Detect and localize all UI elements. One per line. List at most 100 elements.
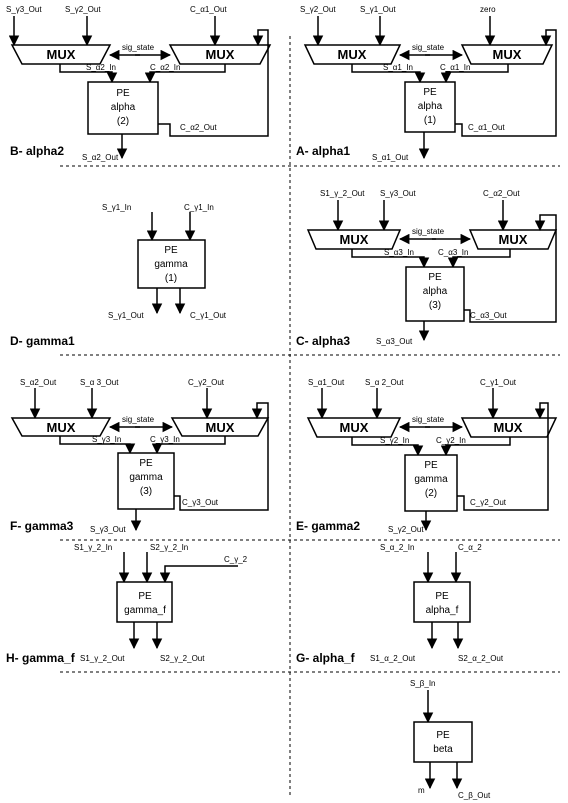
input-label-left-a: S_α1_Out bbox=[308, 378, 345, 387]
c-out-label: C_β_Out bbox=[458, 791, 491, 800]
panel-alpha1: S_γ2_Out S_γ1_Out zero MUX MUX sig_state… bbox=[296, 5, 557, 162]
sig-state-label: sig_state bbox=[412, 227, 445, 236]
mux-right bbox=[460, 417, 558, 438]
sig-state-label: sig_state bbox=[412, 415, 445, 424]
input-label-left-a: S_γ2_Out bbox=[300, 5, 336, 14]
input-label-right: C_γ2_Out bbox=[188, 378, 225, 387]
panel-gamma2: S_α1_Out S_α 2_Out C_γ1_Out MUX MUX sig_… bbox=[296, 378, 558, 534]
pe-line-1: PE bbox=[139, 458, 153, 469]
pe-line-3: (1) bbox=[424, 115, 436, 126]
mux-left bbox=[306, 229, 402, 250]
pe-line-1: PE bbox=[116, 88, 130, 99]
pe-line-2: gamma bbox=[154, 259, 188, 270]
panel-title: F- gamma3 bbox=[10, 519, 74, 533]
c-in-label: C_γ2_In bbox=[436, 436, 466, 445]
s-in-label: S_α1_In bbox=[383, 63, 413, 72]
pe-box bbox=[116, 581, 173, 623]
pe-line-3: (1) bbox=[165, 273, 177, 284]
mux-left-label: MUX bbox=[340, 420, 369, 435]
input-label-left-b: S_α 2_Out bbox=[365, 378, 404, 387]
mux-right bbox=[170, 417, 270, 437]
s-out-label: S_γ2_Out bbox=[388, 525, 424, 534]
sig-state-label: sig_state bbox=[122, 415, 155, 424]
s1-out-label: S1_α_2_Out bbox=[370, 654, 416, 663]
panel-title: G- alpha_f bbox=[296, 651, 356, 665]
panel-title: B- alpha2 bbox=[10, 144, 64, 158]
panel-title: H- gamma_f bbox=[6, 651, 76, 665]
pe-line-1: PE bbox=[164, 245, 178, 256]
pe-line-3: (2) bbox=[425, 488, 437, 499]
panel-alpha2: S_γ3_Out S_γ2_Out C_α1_Out MUX MUX sig_s… bbox=[6, 5, 272, 162]
input-label-right: C_α1_Out bbox=[190, 5, 227, 14]
pe-line-3: (3) bbox=[140, 486, 152, 497]
input-label-left-a: S_γ3_Out bbox=[6, 5, 42, 14]
pe-line-2: alpha bbox=[418, 101, 443, 112]
m-out-label: m bbox=[418, 786, 425, 795]
panel-title: D- gamma1 bbox=[10, 334, 75, 348]
pe-line-3: (3) bbox=[429, 300, 441, 311]
c-in-label: C_α_2 bbox=[458, 543, 482, 552]
mux-left-label: MUX bbox=[340, 232, 369, 247]
panel-title: C- alpha3 bbox=[296, 334, 350, 348]
mux-left bbox=[303, 44, 402, 65]
pe-box bbox=[87, 81, 159, 135]
pe-line-2: alpha bbox=[423, 286, 448, 297]
c-out-label: C_α3_Out bbox=[470, 311, 507, 320]
s-out-label: S_γ3_Out bbox=[90, 525, 126, 534]
input-label-left-b: S_α 3_Out bbox=[80, 378, 119, 387]
mux-left bbox=[10, 417, 112, 437]
pe-box bbox=[405, 266, 465, 322]
panel-beta: S_β_In PE beta m C_β_Out bbox=[410, 679, 491, 800]
pe-line-1: PE bbox=[428, 272, 442, 283]
pe-line-1: PE bbox=[436, 730, 450, 741]
mux-right-label: MUX bbox=[499, 232, 528, 247]
pe-box bbox=[413, 721, 473, 763]
mux-left bbox=[306, 417, 402, 438]
input-label-left-b: S_γ3_Out bbox=[380, 189, 416, 198]
panel-gamma1: S_γ1_In C_γ1_In PE gamma (1) S_γ1_Out C_… bbox=[10, 203, 227, 348]
mux-left-label: MUX bbox=[338, 47, 367, 62]
input-label-right: C_α2_Out bbox=[483, 189, 520, 198]
panel-gamma3: S_α2_Out S_α 3_Out C_γ2_Out MUX MUX sig_… bbox=[10, 378, 270, 534]
pe-line-2: alpha_f bbox=[426, 605, 459, 616]
c-in-label: C_γ3_In bbox=[150, 435, 180, 444]
pe-line-1: PE bbox=[435, 591, 449, 602]
c-out-label: C_γ1_Out bbox=[190, 311, 227, 320]
pe-box bbox=[413, 581, 471, 623]
pe-line-3: (2) bbox=[117, 116, 129, 127]
pe-line-2: gamma bbox=[129, 472, 163, 483]
s1-out-label: S1_γ_2_Out bbox=[80, 654, 125, 663]
s-in-label: S_β_In bbox=[410, 679, 436, 688]
mux-right-label: MUX bbox=[493, 47, 522, 62]
input-label-left-b: S_γ1_Out bbox=[360, 5, 396, 14]
panel-alpha-f: S_α_2_In C_α_2 PE alpha_f S1_α_2_Out S2_… bbox=[296, 543, 504, 665]
s-in-label: S_α_2_In bbox=[380, 543, 414, 552]
pe-box bbox=[404, 81, 456, 133]
s-in-label: S_γ2_In bbox=[380, 436, 409, 445]
c-in-label: C_α1_In bbox=[440, 63, 470, 72]
c-in-label: C_γ1_In bbox=[184, 203, 214, 212]
mux-right bbox=[168, 44, 272, 65]
mux-left-label: MUX bbox=[47, 420, 76, 435]
mux-left bbox=[10, 44, 112, 65]
c-out-label: C_α2_Out bbox=[180, 123, 217, 132]
s2-out-label: S2_γ_2_Out bbox=[160, 654, 205, 663]
input-label-left-b: S_γ2_Out bbox=[65, 5, 101, 14]
pe-line-2: gamma_f bbox=[124, 605, 166, 616]
c-in-label: C_α2_In bbox=[150, 63, 180, 72]
s1-in-label: S1_γ_2_In bbox=[74, 543, 112, 552]
c-out-label: C_γ2_Out bbox=[470, 498, 507, 507]
s-out-label: S_α1_Out bbox=[372, 153, 409, 162]
s-out-label: S_γ1_Out bbox=[108, 311, 144, 320]
pe-line-1: PE bbox=[138, 591, 152, 602]
pe-line-1: PE bbox=[423, 87, 437, 98]
pe-box bbox=[137, 239, 206, 289]
s-out-label: S_α3_Out bbox=[376, 337, 413, 346]
panel-title: E- gamma2 bbox=[296, 519, 360, 533]
sig-state-label: sig_state bbox=[412, 43, 445, 52]
pe-line-2: gamma bbox=[414, 474, 448, 485]
panel-gamma-f: S1_γ_2_In S2_γ_2_In C_γ_2 PE gamma_f S1_… bbox=[6, 543, 248, 665]
s2-out-label: S2_α_2_Out bbox=[458, 654, 504, 663]
c-in-label: C_α3_In bbox=[438, 248, 468, 257]
